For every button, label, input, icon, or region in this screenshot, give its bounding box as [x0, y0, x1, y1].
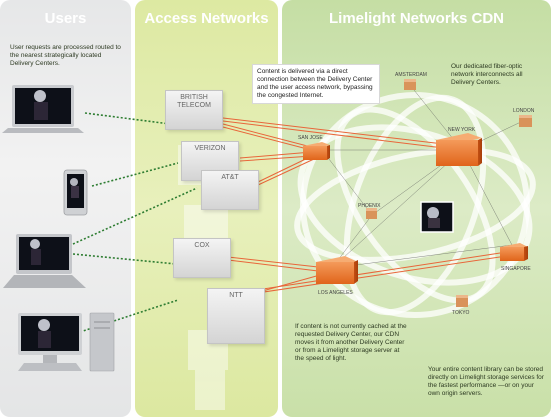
isp-att: AT&T	[201, 170, 259, 210]
isp-label: COX	[194, 242, 210, 249]
city-label-london: LONDON	[513, 108, 535, 114]
city-label-tokyo: TOKYO	[452, 310, 470, 316]
cdn-panel: Limelight Networks CDN	[282, 0, 551, 417]
isp-british-telecom: BRITISH TELECOM	[165, 90, 223, 130]
isp-cox: COX	[173, 238, 231, 278]
users-note: User requests are processed routed to th…	[10, 44, 121, 67]
fiber-network-rings	[294, 92, 536, 318]
cache-note: If content is not currently cached at th…	[295, 323, 407, 362]
city-label-singapore: SINGAPORE	[501, 266, 531, 272]
delivery-center-cube	[303, 142, 330, 160]
access-networks-title: Access Networks	[144, 10, 269, 27]
city-label-amsterdam: AMSTERDAM	[395, 72, 427, 78]
city-label-new-york: NEW YORK	[448, 127, 476, 133]
delivery-center-cube	[436, 133, 482, 166]
delivery-center-cube	[316, 256, 358, 284]
laptop-icon	[2, 85, 84, 133]
phone-icon	[63, 169, 88, 216]
storage-server-cube	[519, 115, 532, 127]
isp-label: VERIZON	[194, 145, 226, 152]
fiber-network-note: Our dedicated fiber-optic network interc…	[451, 63, 523, 86]
storage-server-cube	[404, 79, 416, 90]
cdn-title: Limelight Networks CDN	[328, 10, 505, 27]
isp-label: BRITISH TELECOM	[177, 94, 211, 109]
storage-server-cube	[456, 295, 468, 307]
center-video-thumbnail	[420, 201, 454, 233]
delivery-center-cube	[500, 243, 528, 261]
storage-note: Your entire content library can be store…	[428, 366, 544, 397]
storage-server-cube	[366, 208, 377, 219]
city-label-san-jose: SAN JOSE	[298, 135, 323, 141]
city-label-phoenix: PHOENIX	[358, 203, 381, 209]
direct-connections	[222, 117, 521, 301]
isp-ntt: NTT	[207, 288, 265, 344]
isp-label: AT&T	[221, 174, 239, 181]
laptop-icon	[3, 234, 86, 288]
direct-connection-callout: Content is delivered via a direct connec…	[252, 64, 380, 104]
users-title: Users	[44, 10, 87, 27]
isp-label: NTT	[229, 292, 243, 299]
desktop-computer-icon	[18, 312, 115, 372]
city-label-los-angeles: LOS ANGELES	[318, 290, 353, 296]
